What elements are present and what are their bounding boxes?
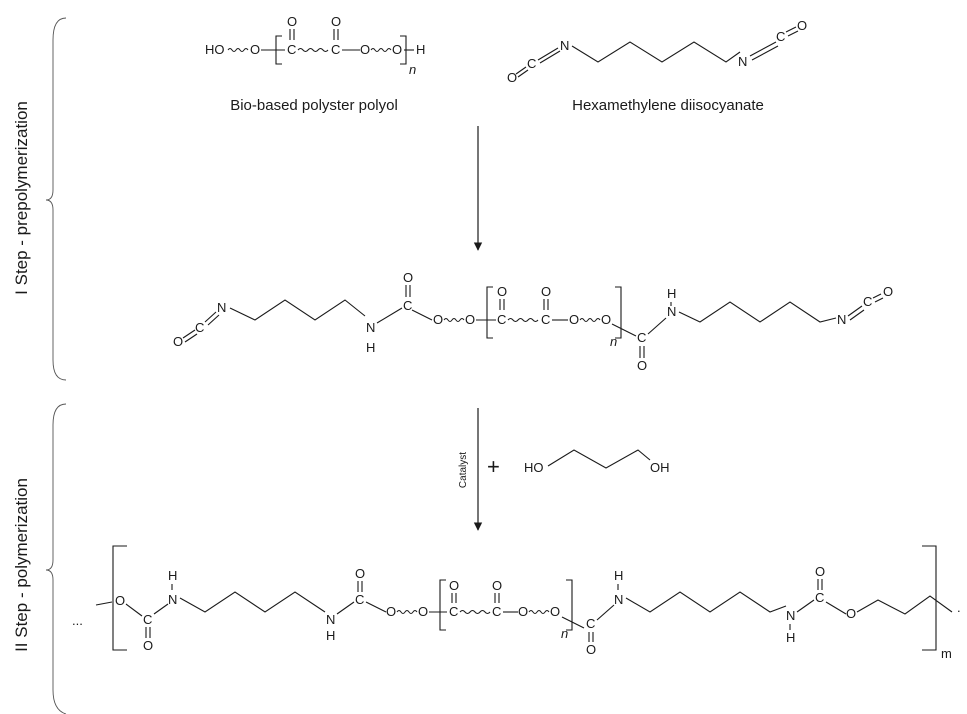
svg-text:O: O — [449, 578, 459, 593]
step2-brace — [45, 403, 67, 714]
svg-text:HO: HO — [205, 42, 225, 57]
svg-text:O: O — [360, 42, 370, 57]
svg-text:n: n — [561, 626, 568, 641]
svg-text:O: O — [392, 42, 402, 57]
svg-text:OH: OH — [650, 460, 670, 475]
svg-text:O: O — [433, 312, 443, 327]
svg-text:N: N — [614, 592, 623, 607]
svg-text:C: C — [449, 604, 458, 619]
svg-text:n: n — [610, 334, 617, 349]
svg-text:N: N — [168, 592, 177, 607]
svg-text:O: O — [465, 312, 475, 327]
step1-brace — [45, 17, 67, 381]
svg-text:O: O — [601, 312, 611, 327]
svg-text:N: N — [738, 54, 747, 69]
svg-text:C: C — [815, 590, 824, 605]
catalyst-label: Catalyst — [458, 452, 469, 488]
svg-text:O: O — [331, 14, 341, 29]
hdi-structure: O C N N C O — [507, 18, 807, 85]
svg-text:N: N — [217, 300, 226, 315]
svg-text:H: H — [326, 628, 335, 643]
polyol-label: Bio-based polyster polyol — [230, 97, 398, 114]
svg-text:O: O — [403, 270, 413, 285]
plus-sign: + — [487, 454, 500, 479]
svg-text:H: H — [786, 630, 795, 645]
svg-text:O: O — [386, 604, 396, 619]
svg-text:H: H — [667, 286, 676, 301]
svg-text:O: O — [883, 284, 893, 299]
svg-text:C: C — [497, 312, 506, 327]
svg-text:O: O — [815, 564, 825, 579]
svg-text:HO: HO — [524, 460, 544, 475]
svg-text:N: N — [786, 608, 795, 623]
svg-text:O: O — [250, 42, 260, 57]
svg-text:.: . — [957, 600, 961, 615]
svg-text:C: C — [492, 604, 501, 619]
svg-text:O: O — [797, 18, 807, 33]
svg-text:C: C — [586, 616, 595, 631]
svg-text:O: O — [541, 284, 551, 299]
svg-text:C: C — [195, 320, 204, 335]
svg-text:N: N — [837, 312, 846, 327]
svg-text:N: N — [366, 320, 375, 335]
svg-text:O: O — [143, 638, 153, 653]
prepolymer-structure: O C N N H C O O O C O C O O O n — [173, 270, 893, 373]
polyurethane-structure: ... O C O N H N H C O O O C O C O — [72, 545, 961, 661]
svg-text:C: C — [637, 330, 646, 345]
svg-text:n: n — [409, 62, 416, 77]
step2-label: II Step - polymerization — [12, 478, 31, 652]
svg-text:O: O — [586, 642, 596, 657]
svg-text:O: O — [518, 604, 528, 619]
svg-text:O: O — [497, 284, 507, 299]
svg-text:C: C — [287, 42, 296, 57]
step1-label: I Step - prepolymerization — [12, 101, 31, 295]
svg-text:O: O — [846, 606, 856, 621]
svg-text:H: H — [366, 340, 375, 355]
svg-text:H: H — [416, 42, 425, 57]
svg-text:C: C — [331, 42, 340, 57]
svg-text:...: ... — [72, 613, 83, 628]
svg-text:C: C — [863, 294, 872, 309]
propanediol-structure: HO OH — [524, 449, 670, 475]
svg-text:O: O — [173, 334, 183, 349]
svg-text:m: m — [941, 646, 952, 661]
hdi-label: Hexamethylene diisocyanate — [572, 97, 764, 114]
svg-text:O: O — [492, 578, 502, 593]
svg-text:H: H — [168, 568, 177, 583]
svg-text:O: O — [569, 312, 579, 327]
svg-text:N: N — [326, 612, 335, 627]
svg-text:C: C — [403, 298, 412, 313]
svg-text:C: C — [143, 612, 152, 627]
svg-text:C: C — [527, 56, 536, 71]
svg-text:C: C — [776, 29, 785, 44]
polyol-structure: HO O C O C O O O H n — [205, 14, 425, 77]
svg-text:N: N — [667, 304, 676, 319]
svg-text:C: C — [541, 312, 550, 327]
svg-text:N: N — [560, 38, 569, 53]
svg-text:O: O — [355, 566, 365, 581]
svg-text:O: O — [418, 604, 428, 619]
svg-text:C: C — [355, 592, 364, 607]
svg-text:O: O — [507, 70, 517, 85]
svg-text:O: O — [637, 358, 647, 373]
svg-text:O: O — [115, 593, 125, 608]
svg-text:H: H — [614, 568, 623, 583]
svg-text:O: O — [287, 14, 297, 29]
svg-text:O: O — [550, 604, 560, 619]
